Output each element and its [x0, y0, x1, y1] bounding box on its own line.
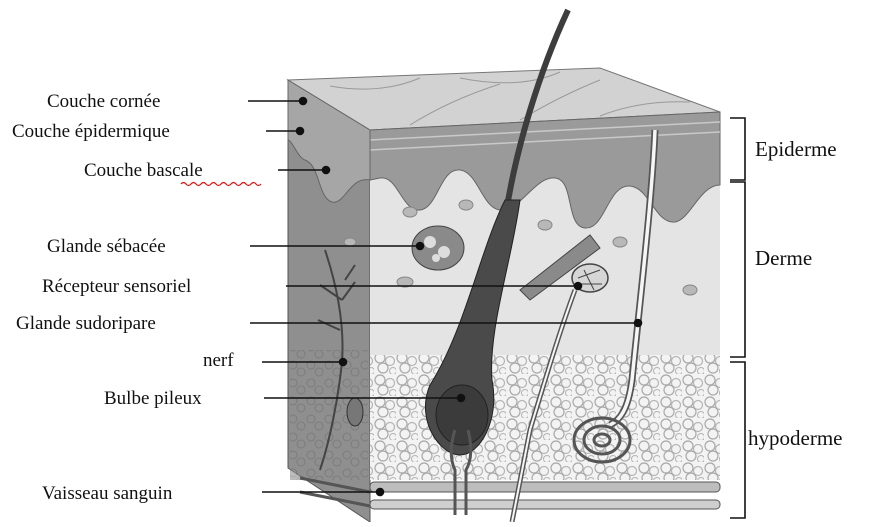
- bracket-derme: [730, 182, 745, 357]
- dot-glande-sudoripare: [635, 320, 642, 327]
- dot-bulbe-pileux: [458, 395, 465, 402]
- nerve-ending: [347, 398, 363, 426]
- dot-nerf: [340, 359, 347, 366]
- label-bulbe-pileux: Bulbe pileux: [104, 388, 202, 409]
- label-vaisseau-sanguin: Vaisseau sanguin: [42, 483, 173, 504]
- bracket-epiderme: [730, 118, 745, 180]
- dot-glande-sebacee: [417, 243, 424, 250]
- spellcheck-underline: [181, 183, 261, 186]
- dot-recepteur-sensoriel: [575, 283, 582, 290]
- label-glande-sebacee: Glande sébacée: [47, 236, 166, 257]
- label-couche-basale: Couche bascale: [84, 160, 203, 181]
- label-couche-cornee: Couche cornée: [47, 91, 160, 112]
- label-hypoderme: hypoderme: [748, 426, 842, 450]
- dot-couche-cornee: [300, 98, 307, 105]
- label-nerf: nerf: [203, 350, 234, 371]
- label-derme: Derme: [755, 246, 812, 270]
- label-epiderme: Epiderme: [755, 137, 837, 161]
- dot-couche-epidermique: [297, 128, 304, 135]
- bracket-hypoderme: [730, 362, 745, 518]
- dot-couche-basale: [323, 167, 330, 174]
- blood-vessel-front-2: [370, 500, 720, 509]
- dot-vaisseau-sanguin: [377, 489, 384, 496]
- label-glande-sudoripare: Glande sudoripare: [16, 313, 156, 334]
- blood-vessel-front: [370, 482, 720, 492]
- label-couche-epidermique: Couche épidermique: [12, 121, 170, 142]
- label-recepteur-sensoriel: Récepteur sensoriel: [42, 276, 191, 297]
